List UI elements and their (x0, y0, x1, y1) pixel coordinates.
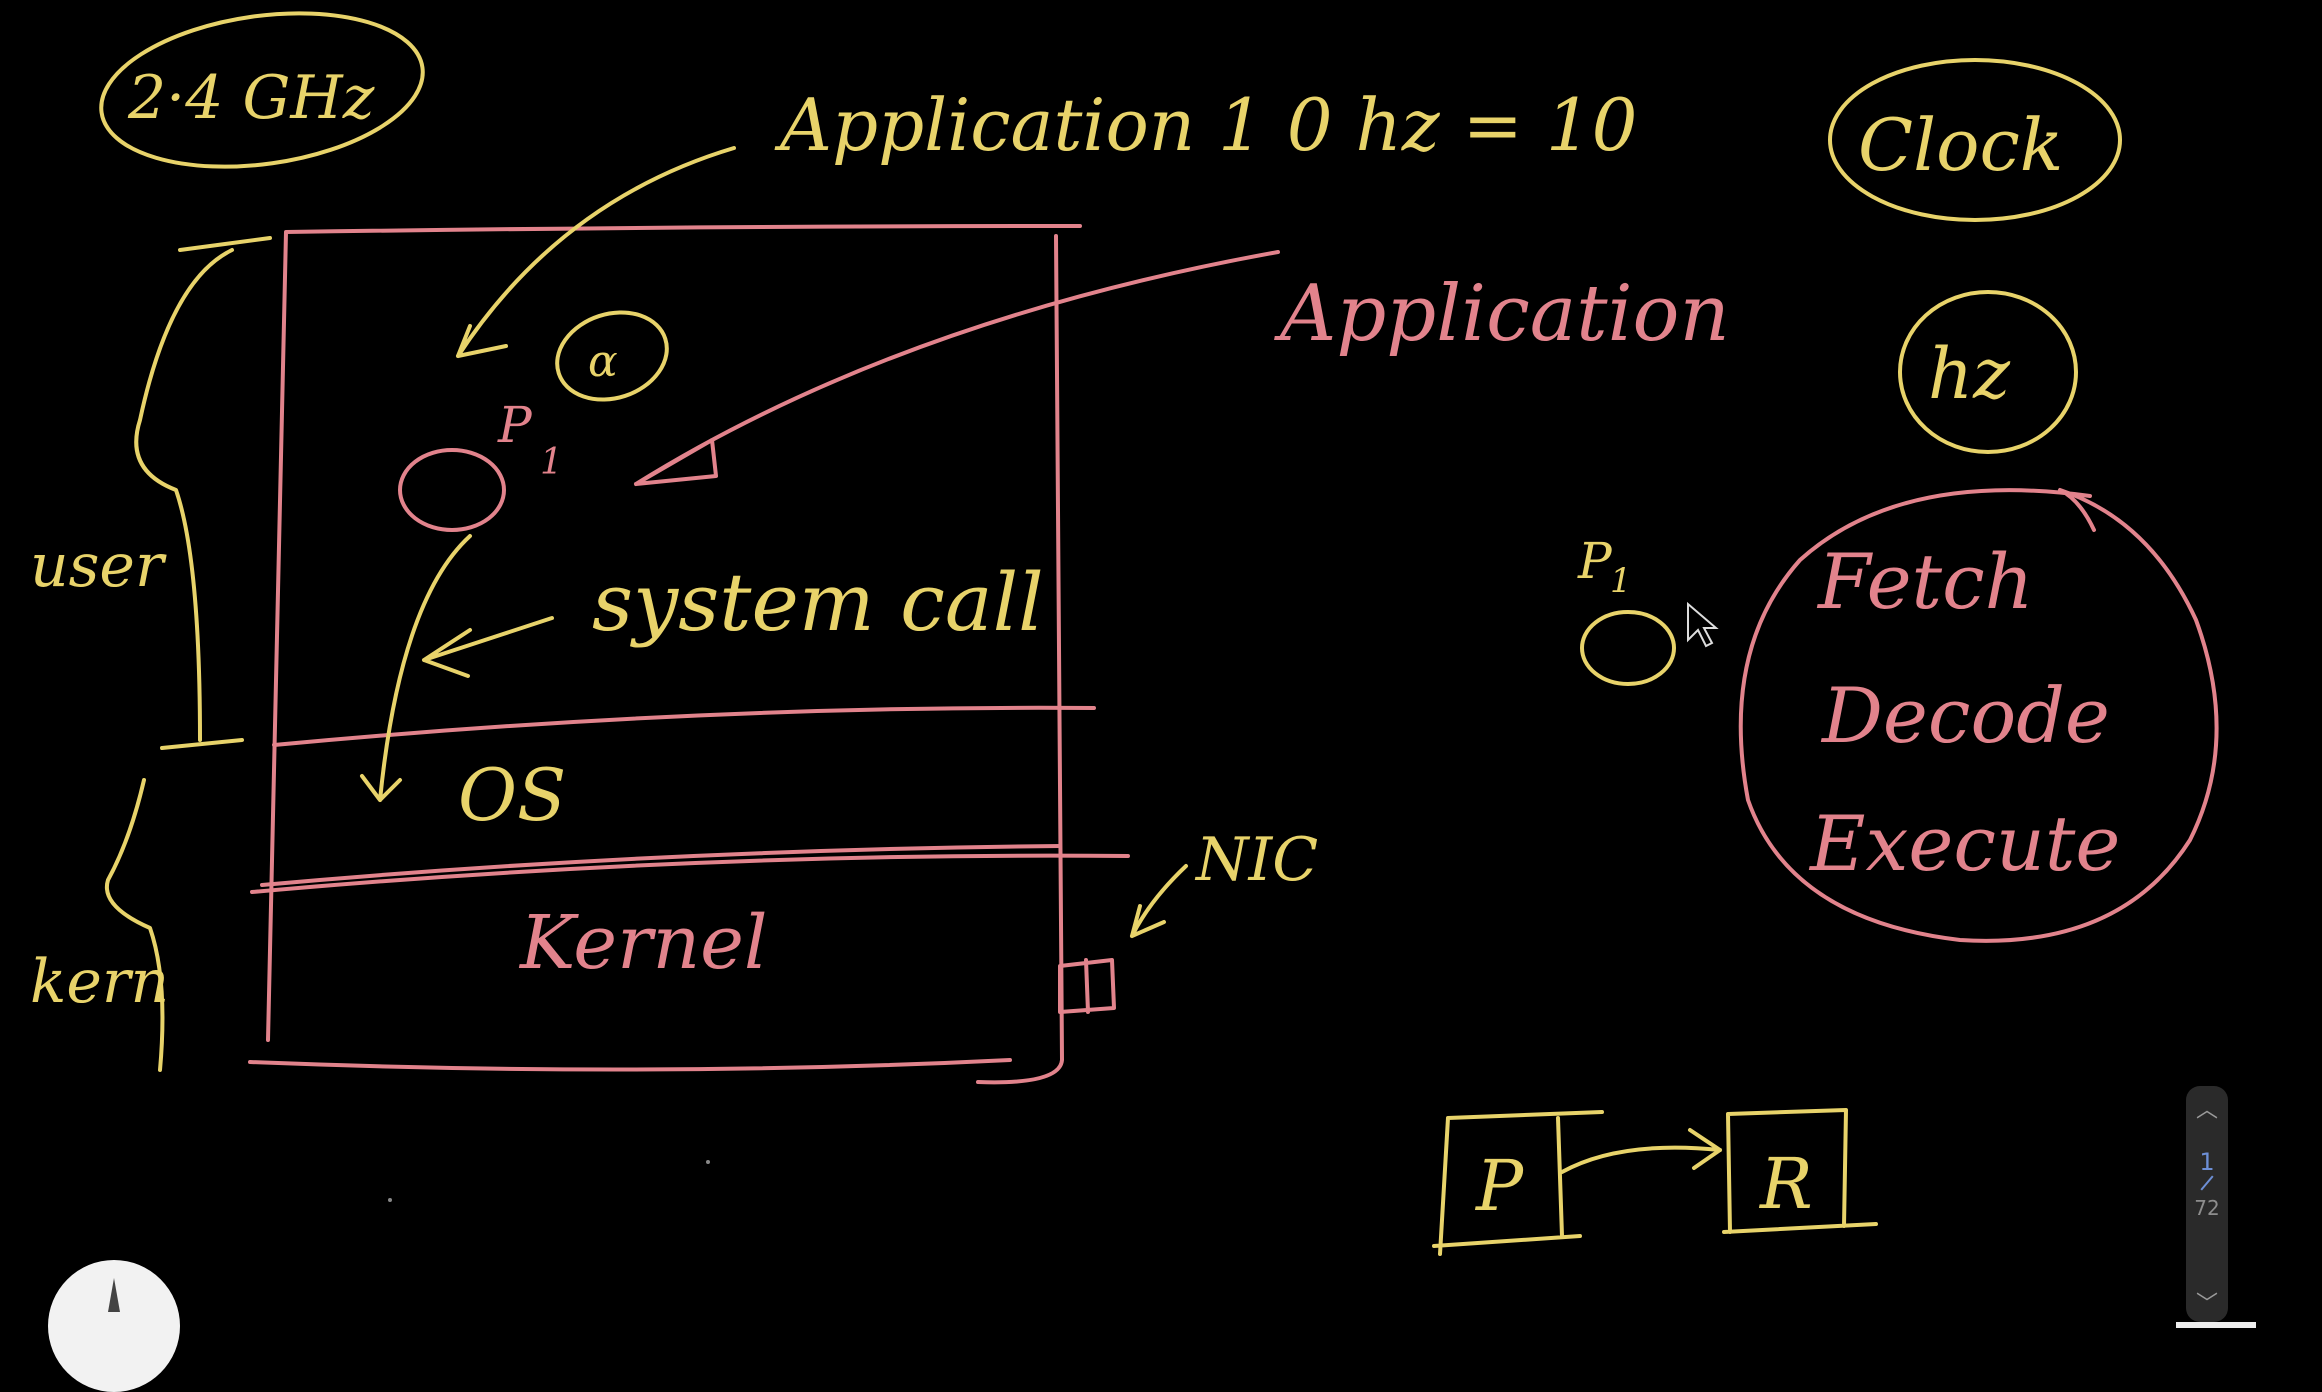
application-top-arrow (456, 146, 736, 358)
system-call-label: system call (592, 556, 1044, 649)
application-right-label: Application (1274, 269, 1730, 359)
box-r (1722, 1108, 1878, 1234)
alpha-symbol: α (588, 336, 618, 387)
page-down-icon[interactable]: ﹀ (2195, 1292, 2218, 1317)
p1-subscript: 1 (540, 442, 563, 483)
os-label: OS (458, 753, 566, 837)
box-p-label: P (1474, 1145, 1525, 1227)
user-brace (134, 236, 272, 750)
page-up-icon[interactable]: ︿ (2195, 1098, 2218, 1123)
kern-label: kern (30, 947, 169, 1017)
p1-process-circle (398, 448, 506, 532)
dot (388, 1198, 392, 1202)
p-to-r-arrow (1560, 1128, 1722, 1174)
compass-needle-icon (108, 1278, 120, 1312)
kernel-divider-line (250, 844, 1130, 894)
os-divider-line (272, 705, 1096, 747)
p1-right-label: P (1577, 532, 1613, 590)
fde-circle (1738, 488, 2219, 943)
fetch-label: Fetch (1816, 537, 2034, 626)
total-pages: 72 (2194, 1196, 2220, 1220)
main-box (248, 224, 1082, 1085)
whiteboard-canvas: 2·4 GHz Application 1 0 hz = 10 Clock hz… (30, 11, 2219, 1256)
p1-right-circle (1580, 610, 1676, 686)
box-r-label: R (1758, 1143, 1813, 1225)
decode-label: Decode (1820, 671, 2110, 760)
execute-label: Execute (1808, 799, 2120, 888)
clock-label: Clock (1858, 103, 2063, 187)
current-page: 1 (2199, 1148, 2215, 1176)
alpha-circle (555, 310, 669, 402)
page-separator (2200, 1175, 2214, 1191)
kernel-label: Kernel (518, 900, 768, 986)
clock-ellipse (1828, 58, 2122, 222)
page-navigator[interactable]: ︿ 1 72 ﹀ (2186, 1086, 2228, 1322)
nic-port (1058, 958, 1116, 1014)
hz-label: hz (1928, 333, 2011, 415)
dot (706, 1160, 710, 1164)
nic-label: NIC (1194, 825, 1318, 895)
ghz-label: 2·4 GHz (127, 63, 375, 133)
user-label: user (30, 531, 167, 601)
mouse-cursor-icon (1687, 601, 1719, 648)
hz-ellipse (1898, 290, 2078, 454)
ghz-ellipse (99, 11, 425, 169)
bottom-edge-strip (2176, 1322, 2256, 1328)
application-top-label: Application 1 0 hz = 10 (774, 83, 1637, 167)
kern-brace (104, 778, 165, 1072)
p1-right-subscript: 1 (1610, 561, 1632, 601)
compass-button[interactable] (48, 1260, 180, 1392)
application-arrow (634, 250, 1280, 486)
p1-label: P (497, 396, 533, 454)
p1-to-os-arrow (360, 534, 472, 802)
box-p (1432, 1110, 1604, 1256)
nic-arrow (1130, 864, 1188, 938)
system-call-arrow (422, 616, 554, 678)
